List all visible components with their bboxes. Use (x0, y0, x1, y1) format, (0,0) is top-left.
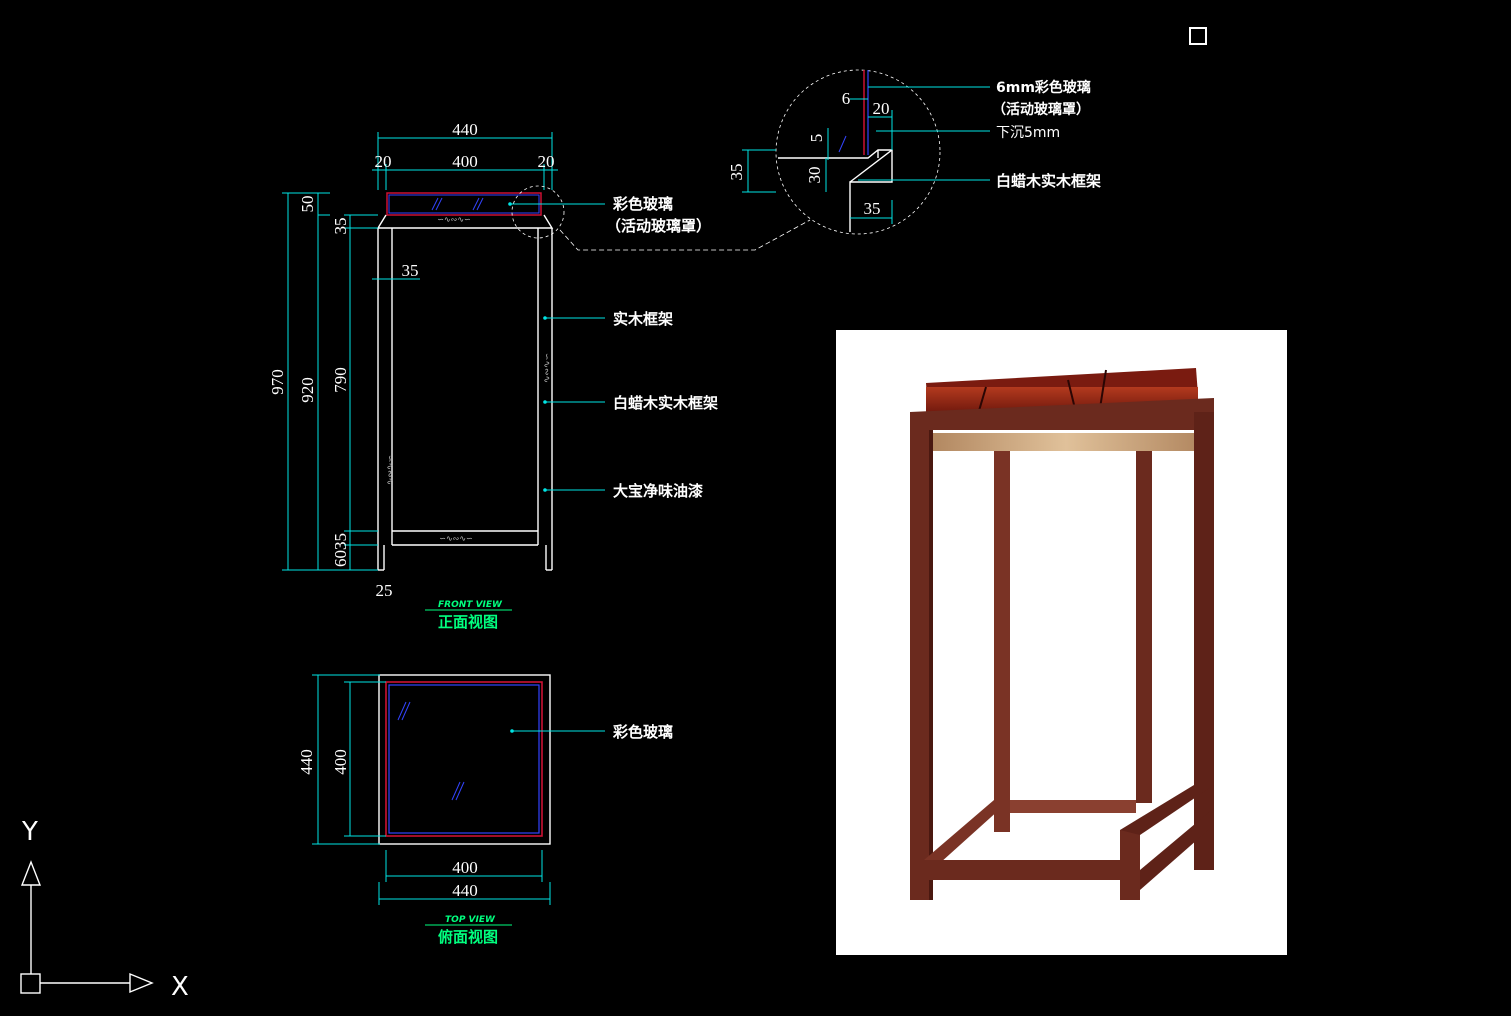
dim-920: 920 (298, 377, 317, 403)
dim-25: 25 (376, 581, 393, 600)
product-photo (836, 330, 1287, 955)
detail-label-frame: 白蜡木实木框架 (996, 172, 1101, 190)
top-view: 440 400 400 440 彩色玻璃 TOP VIEW 俯面视图 (297, 674, 673, 946)
side-table-photo-illustration (910, 368, 1214, 900)
label-glass-sub: （活动玻璃罩） (606, 217, 711, 235)
detail-label-sink: 下沉5mm (996, 125, 1060, 141)
svg-text:∽∿∾∿: ∽∿∾∿ (541, 353, 551, 383)
viewport-toggle-box[interactable] (1189, 27, 1207, 45)
detail-dim-6: 6 (842, 89, 851, 108)
ucs-y-label: Y (21, 817, 38, 847)
ucs-x-label: X (171, 972, 189, 1002)
svg-text:∽∿∾∿: ∽∿∾∿ (384, 455, 394, 485)
dim-400: 400 (452, 152, 478, 171)
detail-dim-20: 20 (873, 99, 890, 118)
section-detail: 6 20 5 35 30 35 6mm彩色玻璃 （活动玻璃罩） 下沉5mm 白蜡… (727, 69, 1101, 235)
detail-dim-5: 5 (807, 134, 826, 143)
top-dim-400-h: 400 (452, 858, 478, 877)
label-paint: 大宝净味油漆 (613, 482, 703, 500)
svg-text:∽∿∾∿∽: ∽∿∾∿∽ (439, 534, 473, 543)
top-dim-440-h: 440 (452, 881, 478, 900)
svg-text:∽∿∾∿∽: ∽∿∾∿∽ (437, 215, 471, 224)
front-view: 440 400 20 20 ∽∿∾∿∽ ∽∿∾∿∽ ∽∿∾∿ ∽∿∾∿ (268, 120, 811, 631)
top-view-title-cn: 俯面视图 (438, 928, 498, 946)
ucs-icon: Y X (20, 817, 189, 1002)
dim-35-frame: 35 (402, 261, 419, 280)
dim-6035: 6035 (331, 533, 350, 567)
label-ash-frame: 白蜡木实木框架 (613, 394, 718, 412)
top-label-glass: 彩色玻璃 (612, 723, 673, 741)
detail-label-glass-sub: （活动玻璃罩） (992, 101, 1090, 118)
label-glass: 彩色玻璃 (612, 195, 673, 213)
label-frame: 实木框架 (613, 310, 673, 328)
top-view-title-en: TOP VIEW (445, 915, 496, 925)
top-dim-440-v: 440 (297, 749, 316, 775)
front-view-title-en: FRONT VIEW (438, 600, 503, 610)
dim-20-right: 20 (538, 152, 555, 171)
dim-50: 50 (298, 196, 317, 213)
front-view-title-cn: 正面视图 (438, 613, 498, 631)
dim-790: 790 (331, 367, 350, 393)
detail-dim-35-left: 35 (727, 164, 746, 181)
dim-35-top: 35 (331, 218, 350, 235)
dim-20-left: 20 (375, 152, 392, 171)
dim-970: 970 (268, 369, 287, 395)
dim-440: 440 (452, 120, 478, 139)
detail-dim-30: 30 (805, 167, 824, 184)
top-dim-400-v: 400 (331, 749, 350, 775)
detail-dim-35-bottom: 35 (864, 199, 881, 218)
detail-label-glass: 6mm彩色玻璃 (996, 79, 1091, 96)
